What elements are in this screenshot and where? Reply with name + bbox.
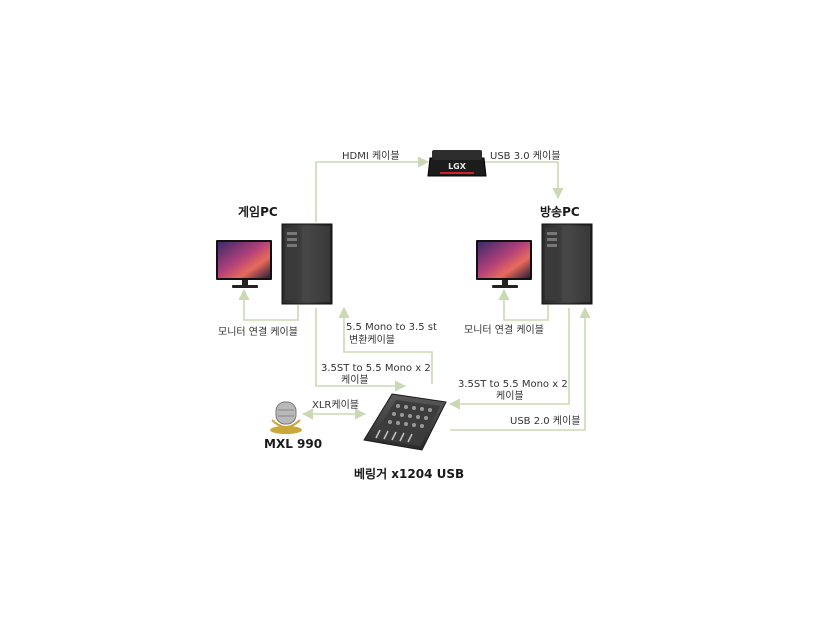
microphone: MXL 990 xyxy=(264,401,322,451)
mono-to-st-label-line1: 5.5 Mono to 3.5 st xyxy=(346,322,437,333)
mixer: 베링거 x1204 USB xyxy=(354,393,464,481)
gaming-pc-tower xyxy=(281,223,333,305)
st-to-mono-right-line xyxy=(448,308,570,410)
usb3-line xyxy=(484,161,564,200)
st-to-mono-left-label-line2: 케이블 xyxy=(341,374,369,386)
capture-card-logo: LGX xyxy=(448,162,467,171)
gaming-pc-title: 게임PC xyxy=(238,205,278,219)
monitor-left-line xyxy=(238,288,299,321)
streaming-pc-monitor xyxy=(476,240,532,288)
usb2-cable-label: USB 2.0 케이블 xyxy=(510,415,580,427)
streaming-pc: 방송PC xyxy=(476,204,593,305)
capture-card: LGX xyxy=(427,150,487,177)
monitor-right-line xyxy=(498,288,549,321)
gaming-pc: 게임PC xyxy=(216,205,333,305)
cable-labels: HDMI 케이블 USB 3.0 케이블 모니터 연결 케이블 모니터 연결 케… xyxy=(218,150,580,427)
st-to-mono-left-label-line1: 3.5ST to 5.5 Mono x 2 xyxy=(321,363,431,374)
mono-to-st-line xyxy=(338,306,433,384)
hdmi-line xyxy=(315,156,430,222)
mixer-title: 베링거 x1204 USB xyxy=(354,466,464,481)
streaming-pc-tower xyxy=(541,223,593,305)
gaming-pc-monitor xyxy=(216,240,272,288)
hdmi-cable-label: HDMI 케이블 xyxy=(342,150,400,162)
usb3-cable-label: USB 3.0 케이블 xyxy=(490,150,560,162)
monitor-left-cable-label: 모니터 연결 케이블 xyxy=(218,326,298,338)
connector-lines xyxy=(238,156,591,431)
monitor-right-cable-label: 모니터 연결 케이블 xyxy=(464,324,544,336)
xlr-cable-label: XLR케이블 xyxy=(312,399,359,411)
st-to-mono-left-line xyxy=(315,308,407,392)
microphone-title: MXL 990 xyxy=(264,437,322,451)
mono-to-st-label-line2: 변환케이블 xyxy=(349,334,395,346)
usb2-line xyxy=(450,306,591,431)
streaming-pc-title: 방송PC xyxy=(540,204,580,219)
st-to-mono-right-label-line1: 3.5ST to 5.5 Mono x 2 xyxy=(458,379,568,390)
st-to-mono-right-label-line2: 케이블 xyxy=(496,390,524,402)
